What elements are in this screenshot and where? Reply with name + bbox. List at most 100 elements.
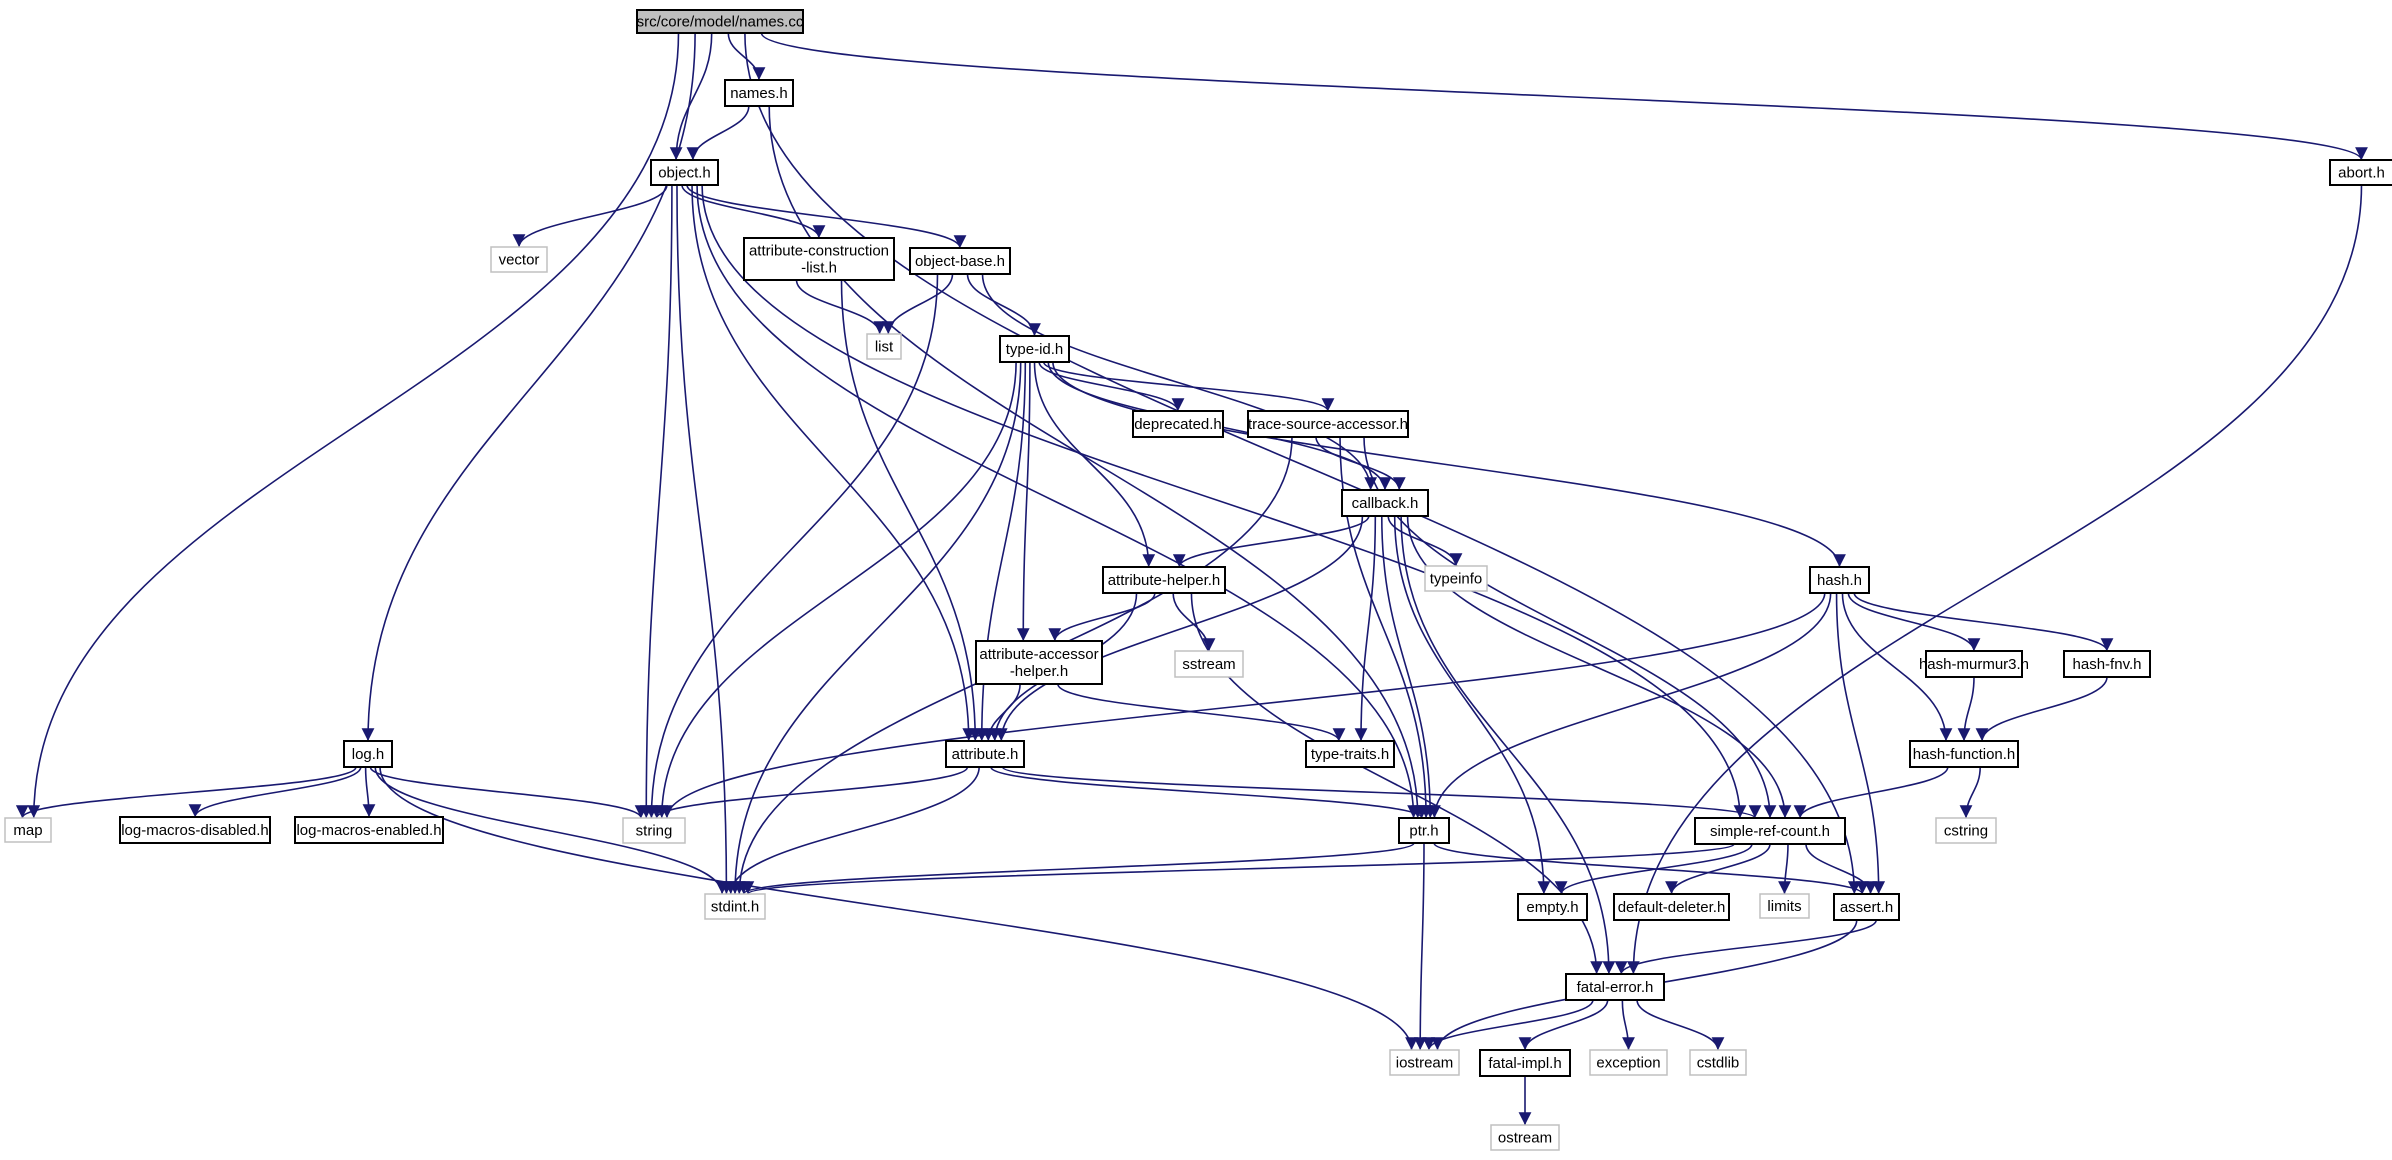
node-object[interactable]: object.h (650, 159, 719, 186)
node-cstring: cstring (1935, 817, 1997, 844)
edge-acl-to-attribute (840, 279, 982, 742)
node-log[interactable]: log.h (343, 740, 393, 768)
edge-object-to-vector (512, 184, 668, 248)
node-defdel[interactable]: default-deleter.h (1613, 893, 1730, 921)
node-objbase[interactable]: object-base.h (909, 247, 1011, 275)
node-label: limits (1767, 898, 1801, 915)
edge-line (1665, 843, 1771, 895)
edge-typeid-to-attrhelper (1033, 361, 1156, 568)
node-box (1424, 565, 1488, 592)
node-box (975, 640, 1103, 685)
edge-line (1853, 592, 2114, 652)
node-label: hash.h (1817, 572, 1862, 589)
edge-aah-to-typetraits (1057, 683, 1346, 742)
edge-line (881, 273, 954, 335)
node-lmd[interactable]: log-macros-disabled.h (119, 816, 271, 844)
node-label: type-id.h (1006, 341, 1064, 358)
node-lme[interactable]: log-macros-enabled.h (294, 816, 444, 844)
node-label: fatal-error.h (1577, 979, 1654, 996)
node-box (4, 817, 52, 843)
edge-line (1518, 999, 1609, 1051)
edge-acl-to-list (795, 279, 887, 335)
node-callback[interactable]: callback.h (1341, 489, 1429, 517)
edge-line (379, 766, 1418, 1051)
node-names[interactable]: names.h (724, 79, 794, 107)
edge-line (361, 32, 696, 742)
edge-line (744, 32, 1861, 895)
edge-objbase-to-typeid (966, 273, 1041, 337)
node-label: map (13, 822, 42, 839)
node-fatalimpl[interactable]: fatal-impl.h (1479, 1049, 1571, 1077)
edge-line (1400, 515, 1616, 975)
node-fnv[interactable]: hash-fnv.h (2063, 650, 2151, 678)
edge-line (727, 32, 766, 81)
edge-log-to-stdint (374, 766, 729, 895)
node-typeinfo: typeinfo (1424, 565, 1488, 592)
node-box (1689, 1049, 1747, 1076)
node-box (704, 893, 766, 920)
node-murmur[interactable]: hash-murmur3.h (1919, 650, 2029, 678)
node-vector: vector (490, 246, 548, 273)
node-empty[interactable]: empty.h (1517, 893, 1588, 921)
node-label: list (875, 339, 894, 356)
node-acl[interactable]: attribute-construction-list.h (743, 237, 895, 281)
edge-fatalerr-to-fatalimpl (1518, 999, 1609, 1051)
edge-line (1428, 592, 1832, 819)
edge-line (27, 32, 680, 819)
nodes-layer: src/core/model/names.cc names.h object.h ab… (4, 9, 2392, 1151)
node-label: deprecated.h (1134, 416, 1222, 433)
edge-line (1172, 592, 1216, 652)
edge-attribute-to-stdint (724, 766, 980, 895)
node-cstdlib: cstdlib (1689, 1049, 1747, 1076)
node-typeid[interactable]: type-id.h (999, 335, 1070, 363)
edge-line (1380, 515, 1437, 819)
edge-attrhelper-to-sstream (1172, 592, 1216, 652)
node-assert[interactable]: assert.h (1833, 893, 1900, 921)
node-label: assert.h (1840, 899, 1893, 916)
node-box (1174, 650, 1244, 678)
edge-line (1413, 842, 1427, 1051)
node-label: ptr.h (1409, 823, 1438, 840)
edge-line (1001, 766, 1761, 819)
edge-names-to-object (686, 105, 750, 161)
edge-callback-to-fatalerr (1400, 515, 1616, 975)
edge-attribute-to-src (1001, 766, 1761, 819)
node-hash[interactable]: hash.h (1809, 566, 1870, 594)
edge-line (701, 184, 1747, 819)
edge-line (369, 766, 648, 819)
edge-line (966, 273, 1041, 337)
node-ptr[interactable]: ptr.h (1398, 817, 1450, 844)
node-box (866, 333, 902, 360)
node-box (724, 79, 794, 107)
node-deprecated[interactable]: deprecated.h (1132, 410, 1224, 438)
node-abort[interactable]: abort.h (2329, 159, 2392, 186)
node-box (650, 159, 719, 186)
node-exception: exception (1589, 1049, 1668, 1076)
edge-root-to-log (361, 32, 696, 742)
node-aah[interactable]: attribute-accessor-helper.h (975, 640, 1103, 685)
node-tsa[interactable]: trace-source-accessor.h (1247, 410, 1409, 438)
node-attribute[interactable]: attribute.h (945, 740, 1025, 768)
node-box (999, 335, 1070, 363)
node-src[interactable]: simple-ref-count.h (1694, 817, 1846, 845)
edge-line (512, 184, 668, 248)
root-node[interactable]: src/core/model/names.cc (636, 9, 804, 34)
edge-src-to-defdel (1665, 843, 1771, 895)
node-typetraits[interactable]: type-traits.h (1305, 740, 1395, 768)
node-attrhelper[interactable]: attribute-helper.h (1102, 566, 1226, 594)
edge-tsa-to-callback (1315, 436, 1406, 491)
edge-root-to-object (669, 32, 713, 161)
edge-log-to-string (369, 766, 648, 819)
edge-line (1033, 361, 1156, 568)
edge-line (1048, 592, 1156, 642)
edge-object-to-attribute (691, 184, 976, 742)
node-label: sstream (1182, 656, 1235, 673)
node-fatalerr[interactable]: fatal-error.h (1565, 973, 1665, 1001)
node-label: attribute-accessor (979, 646, 1098, 663)
edge-object-to-src (701, 184, 1747, 819)
node-label: hash-murmur3.h (1919, 656, 2029, 673)
node-box (2063, 650, 2151, 678)
edge-line (990, 766, 1429, 819)
node-label: src/core/model/names.cc (637, 14, 804, 31)
node-hashfn[interactable]: hash-function.h (1909, 740, 2019, 768)
